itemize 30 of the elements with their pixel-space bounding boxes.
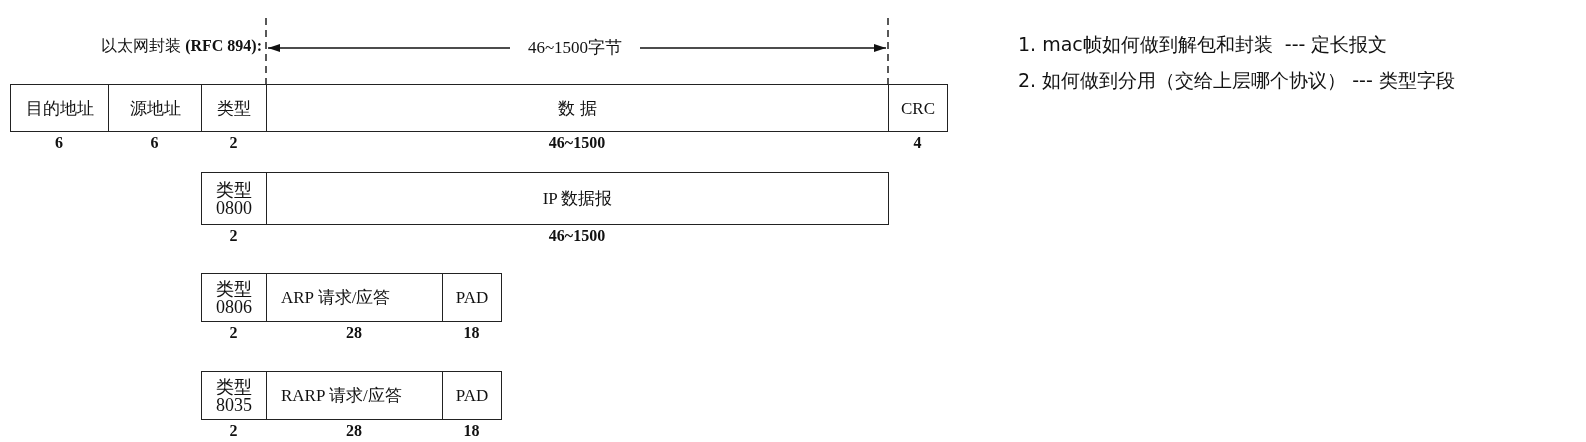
field-box: PAD — [442, 371, 502, 420]
dimension-label: 46~1500字节 — [527, 37, 623, 59]
field-size: 6 — [150, 134, 159, 152]
field-size: 6 — [55, 134, 63, 152]
field-size: 2 — [229, 134, 238, 152]
field-size: 2 — [229, 227, 238, 245]
note-text: 2. 如何做到分用（交给上层哪个协议） --- 类型字段 — [1018, 68, 1455, 93]
field-box: 数 据 — [266, 84, 889, 132]
field-size: 18 — [463, 324, 480, 342]
field-box: PAD — [442, 273, 502, 322]
field-size: 2 — [229, 324, 238, 342]
field-size: 46~1500 — [548, 227, 606, 245]
field-size: 18 — [463, 422, 480, 440]
field-box: 类型 8035 — [201, 371, 267, 420]
field-box: 类型 0806 — [201, 273, 267, 322]
field-box: IP 数据报 — [266, 172, 889, 225]
field-size: 2 — [229, 422, 238, 440]
field-size: 28 — [346, 422, 362, 440]
field-size: 46~1500 — [548, 134, 606, 152]
field-box: CRC — [888, 84, 948, 132]
field-box: 目的地址 — [10, 84, 109, 132]
field-box: 源地址 — [108, 84, 202, 132]
caption-label: 以太网封装 (RFC 894): — [101, 36, 262, 57]
field-box: 类型 — [201, 84, 267, 132]
field-box: 类型 0800 — [201, 172, 267, 225]
field-size: 28 — [346, 324, 362, 342]
field-box: RARP 请求/应答 — [266, 371, 443, 420]
note-text: 1. mac帧如何做到解包和封装 --- 定长报文 — [1018, 32, 1388, 57]
field-size: 4 — [913, 134, 922, 152]
field-box: ARP 请求/应答 — [266, 273, 443, 322]
